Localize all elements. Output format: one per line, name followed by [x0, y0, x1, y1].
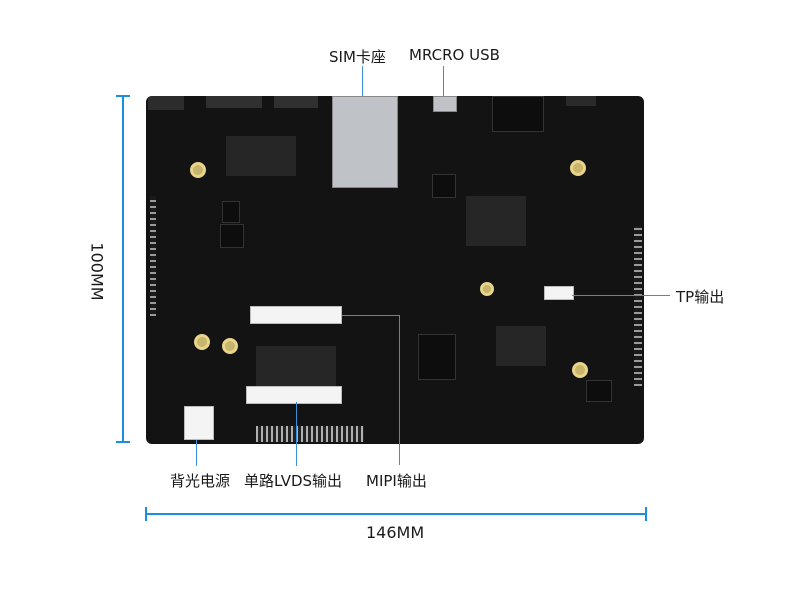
- left-edge-pads: [150, 196, 156, 316]
- mounting-hole-mid-left: [194, 334, 210, 350]
- component-area-3: [256, 346, 336, 386]
- height-dimension-cap-bottom: [116, 441, 130, 443]
- sim-leader-line: [362, 66, 363, 106]
- tp-leader-line: [572, 295, 670, 296]
- lvds-leader-line: [296, 402, 297, 466]
- sim-slot-label: SIM卡座: [329, 48, 386, 66]
- width-dimension-line: [146, 513, 646, 515]
- inductor-center: [432, 174, 456, 198]
- lvds-connector: [246, 386, 342, 404]
- circuit-board: [146, 96, 644, 444]
- backlight-power-label: 背光电源: [170, 472, 231, 490]
- mipi-leader-h: [342, 315, 400, 316]
- mounting-hole-top-right: [570, 160, 586, 176]
- top-header-1: [206, 96, 262, 108]
- component-area-2: [466, 196, 526, 246]
- mounting-hole-top-left: [190, 162, 206, 178]
- lvds-output-label: 单路LVDS输出: [244, 472, 343, 490]
- regulator-chip: [222, 201, 240, 223]
- width-dimension-label: 146MM: [366, 523, 425, 542]
- component-area-1: [226, 136, 296, 176]
- top-left-jack: [148, 96, 184, 110]
- top-right-jack: [566, 96, 596, 106]
- main-soc-chip: [418, 334, 456, 380]
- right-edge-pads: [634, 226, 642, 386]
- usb-leader-line: [443, 66, 444, 106]
- width-dimension-cap-right: [645, 507, 647, 521]
- height-dimension-cap-top: [116, 95, 130, 97]
- top-header-2: [274, 96, 318, 108]
- top-right-connector: [492, 96, 544, 132]
- sim-card-slot: [332, 96, 398, 188]
- micro-usb-label: MRCRO USB: [409, 46, 500, 64]
- mounting-hole-center: [480, 282, 494, 296]
- mipi-connector: [250, 306, 342, 324]
- backlight-leader-line: [196, 440, 197, 466]
- width-dimension-cap-left: [145, 507, 147, 521]
- height-dimension-label: 100MM: [87, 242, 107, 301]
- backlight-connector: [184, 406, 214, 440]
- mounting-hole-mid: [222, 338, 238, 354]
- inductor-left: [220, 224, 244, 248]
- component-area-4: [496, 326, 546, 366]
- mipi-output-label: MIPI输出: [366, 472, 427, 490]
- micro-usb-port: [433, 96, 457, 112]
- mounting-hole-right: [572, 362, 588, 378]
- tp-connector: [544, 286, 574, 300]
- right-ic: [586, 380, 612, 402]
- height-dimension-line: [122, 96, 124, 442]
- tp-output-label: TP输出: [676, 288, 725, 306]
- mipi-leader-v: [399, 315, 400, 465]
- bottom-pin-header: [256, 426, 364, 442]
